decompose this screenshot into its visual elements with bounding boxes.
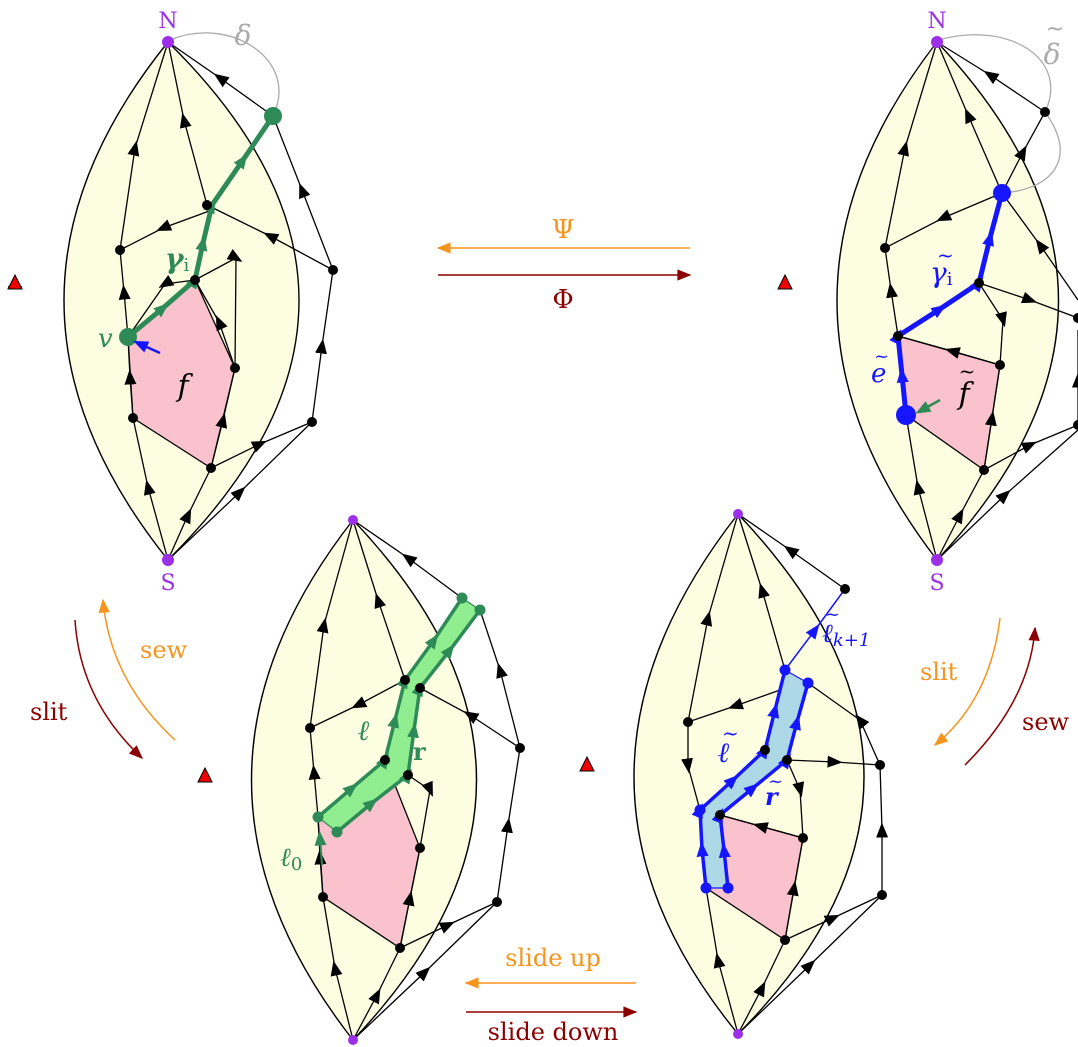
svg-text:~: ~	[1046, 17, 1064, 42]
panel-bottom-right: ℓ ~ r ~ ℓk+1 ~	[579, 509, 889, 1039]
r-label: r	[413, 737, 426, 766]
bottom-left-vertices	[305, 675, 525, 953]
left-slit-arrow	[74, 619, 144, 759]
bottom-right-vertices	[683, 584, 887, 945]
root-triangle-icon	[777, 273, 793, 290]
delta-tilde-label: δ	[1044, 38, 1061, 71]
north-label: N	[927, 9, 946, 34]
north-pole	[931, 36, 943, 48]
south-pole	[348, 1035, 358, 1045]
vertex-v	[119, 328, 137, 346]
left-sew-arrow	[98, 598, 176, 741]
top-edge-ell-k1	[784, 588, 846, 671]
right-path-r-tilde	[711, 682, 810, 889]
phi-label: Φ	[552, 285, 573, 315]
south-pole	[733, 1029, 743, 1039]
corner-arrow-icon	[133, 340, 161, 355]
right-sew-label: sew	[1022, 708, 1070, 736]
svg-text:~: ~	[874, 346, 889, 367]
slide-down-label: slide down	[488, 1018, 619, 1046]
right-slit-sew-arrows: slit sew	[920, 617, 1070, 766]
ell-label: ℓ	[357, 714, 370, 747]
green-path-gamma	[126, 114, 276, 339]
psi-phi-arrows: Ψ Φ	[436, 215, 692, 315]
ell-tilde-label: ℓ	[717, 736, 730, 769]
svg-text:~: ~	[722, 721, 739, 745]
root-triangle-icon	[579, 755, 595, 772]
delta-label: δ	[235, 19, 252, 52]
slide-up-label: slide up	[505, 944, 601, 972]
left-slit-sew-arrows: sew slit	[30, 598, 188, 759]
root-triangle-icon	[197, 766, 213, 783]
panel-top-left: N S δ γi v f	[7, 9, 338, 596]
edge-e-tilde-label: e	[871, 359, 886, 389]
root-triangle-icon	[7, 273, 23, 290]
psi-label: Ψ	[552, 215, 575, 245]
panel-bottom-left: ℓ r ℓ0	[197, 515, 525, 1045]
svg-text:~: ~	[768, 771, 783, 792]
south-label: S	[929, 571, 944, 596]
south-label: S	[160, 571, 175, 596]
slide-arrows: slide up slide down	[464, 944, 638, 1046]
top-left-vertices	[115, 200, 338, 473]
north-pole	[348, 515, 358, 525]
top-right-vertices	[880, 107, 1078, 475]
north-label: N	[158, 9, 177, 34]
svg-text:~: ~	[825, 604, 840, 625]
ell-k1-label: ℓk+1	[822, 619, 870, 651]
vertex-v-label: v	[98, 324, 113, 354]
north-pole	[162, 36, 174, 48]
ell0-label: ℓ0	[280, 843, 302, 875]
right-slit-label: slit	[920, 658, 958, 686]
blue-start-vertex	[896, 405, 916, 425]
right-slit-arrow	[933, 617, 1001, 746]
svg-text:~: ~	[937, 243, 954, 267]
r-tilde-label: r	[765, 782, 780, 811]
bottom-left-edges	[308, 519, 521, 1041]
south-pole	[162, 554, 174, 566]
corner-arrow-icon	[915, 398, 941, 414]
panel-top-right: N S δ ~ γi ~ e ~ f ~	[777, 9, 1078, 596]
ell0-arrow-icon	[314, 830, 327, 866]
blue-path-gamma-tilde	[889, 192, 1005, 416]
right-sew-arrow	[964, 626, 1040, 766]
svg-text:~: ~	[959, 359, 976, 383]
south-pole	[931, 554, 943, 566]
gamma-tilde-label: γi	[930, 256, 953, 290]
green-endpoint	[264, 107, 282, 125]
right-path-r	[335, 608, 482, 834]
gamma-label: γi	[165, 242, 189, 276]
left-sew-label: sew	[140, 636, 188, 664]
blue-endpoint	[993, 184, 1011, 202]
north-pole	[733, 509, 743, 519]
left-slit-label: slit	[30, 698, 68, 726]
